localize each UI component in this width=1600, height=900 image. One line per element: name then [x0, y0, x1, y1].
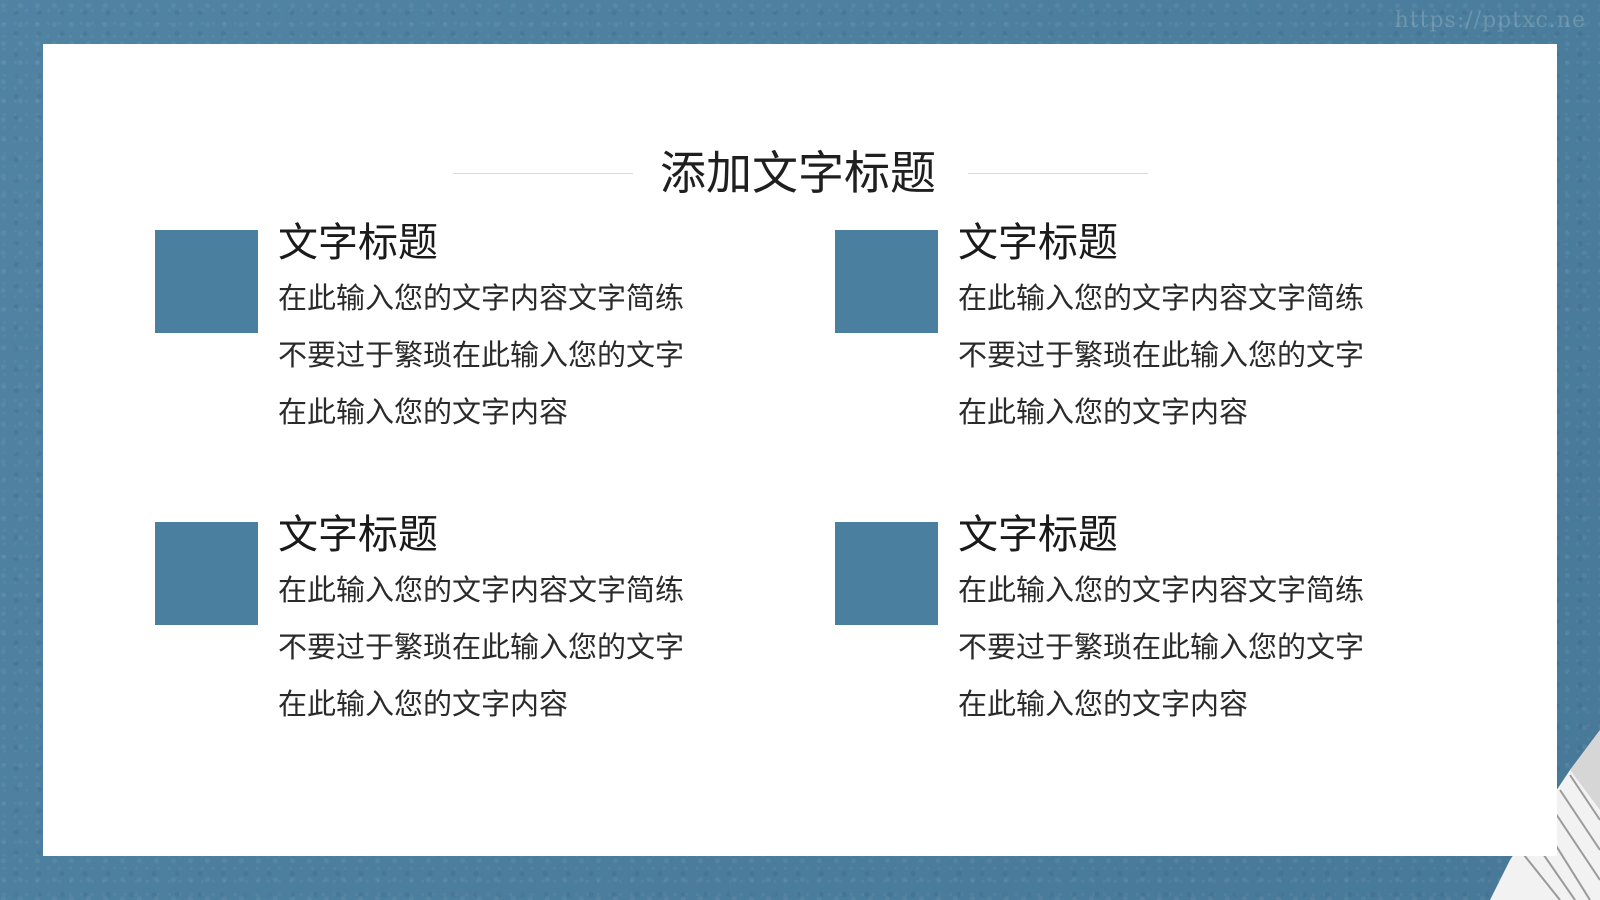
- item-body-line: 在此输入您的文字内容文字简练: [278, 281, 685, 315]
- page-title: 添加文字标题: [660, 146, 936, 200]
- item-body-line: 在此输入您的文字内容: [278, 687, 569, 721]
- content-item-3: 文字标题 在此输入您的文字内容文字简练 不要过于繁琐在此输入您的文字 在此输入您…: [155, 510, 775, 730]
- item-heading: 文字标题: [958, 512, 1118, 558]
- title-row: 添加文字标题: [43, 114, 1557, 200]
- item-body-line: 在此输入您的文字内容: [278, 395, 569, 429]
- accent-square: [155, 522, 258, 625]
- content-item-1: 文字标题 在此输入您的文字内容文字简练 不要过于繁琐在此输入您的文字 在此输入您…: [155, 218, 775, 438]
- item-heading: 文字标题: [278, 220, 438, 266]
- item-body-line: 不要过于繁琐在此输入您的文字: [278, 630, 685, 664]
- title-divider-left: [453, 173, 633, 174]
- content-card: 添加文字标题 文字标题 在此输入您的文字内容文字简练 不要过于繁琐在此输入您的文…: [43, 44, 1557, 856]
- item-body: 在此输入您的文字内容文字简练 不要过于繁琐在此输入您的文字 在此输入您的文字内容: [958, 270, 1438, 441]
- content-item-4: 文字标题 在此输入您的文字内容文字简练 不要过于繁琐在此输入您的文字 在此输入您…: [835, 510, 1455, 730]
- accent-square: [835, 522, 938, 625]
- title-divider-right: [968, 173, 1148, 174]
- item-body: 在此输入您的文字内容文字简练 不要过于繁琐在此输入您的文字 在此输入您的文字内容: [958, 562, 1438, 733]
- item-body-line: 不要过于繁琐在此输入您的文字: [958, 630, 1365, 664]
- item-body-line: 不要过于繁琐在此输入您的文字: [278, 338, 685, 372]
- item-body-line: 在此输入您的文字内容文字简练: [958, 281, 1365, 315]
- item-body-line: 在此输入您的文字内容文字简练: [278, 573, 685, 607]
- item-body: 在此输入您的文字内容文字简练 不要过于繁琐在此输入您的文字 在此输入您的文字内容: [278, 562, 758, 733]
- item-heading: 文字标题: [278, 512, 438, 558]
- item-heading: 文字标题: [958, 220, 1118, 266]
- watermark-text: https://pptxc.ne: [1394, 8, 1586, 33]
- item-body-line: 在此输入您的文字内容: [958, 395, 1249, 429]
- accent-square: [835, 230, 938, 333]
- content-item-2: 文字标题 在此输入您的文字内容文字简练 不要过于繁琐在此输入您的文字 在此输入您…: [835, 218, 1455, 438]
- item-body-line: 在此输入您的文字内容文字简练: [958, 573, 1365, 607]
- item-body-line: 在此输入您的文字内容: [958, 687, 1249, 721]
- item-body-line: 不要过于繁琐在此输入您的文字: [958, 338, 1365, 372]
- accent-square: [155, 230, 258, 333]
- item-body: 在此输入您的文字内容文字简练 不要过于繁琐在此输入您的文字 在此输入您的文字内容: [278, 270, 758, 441]
